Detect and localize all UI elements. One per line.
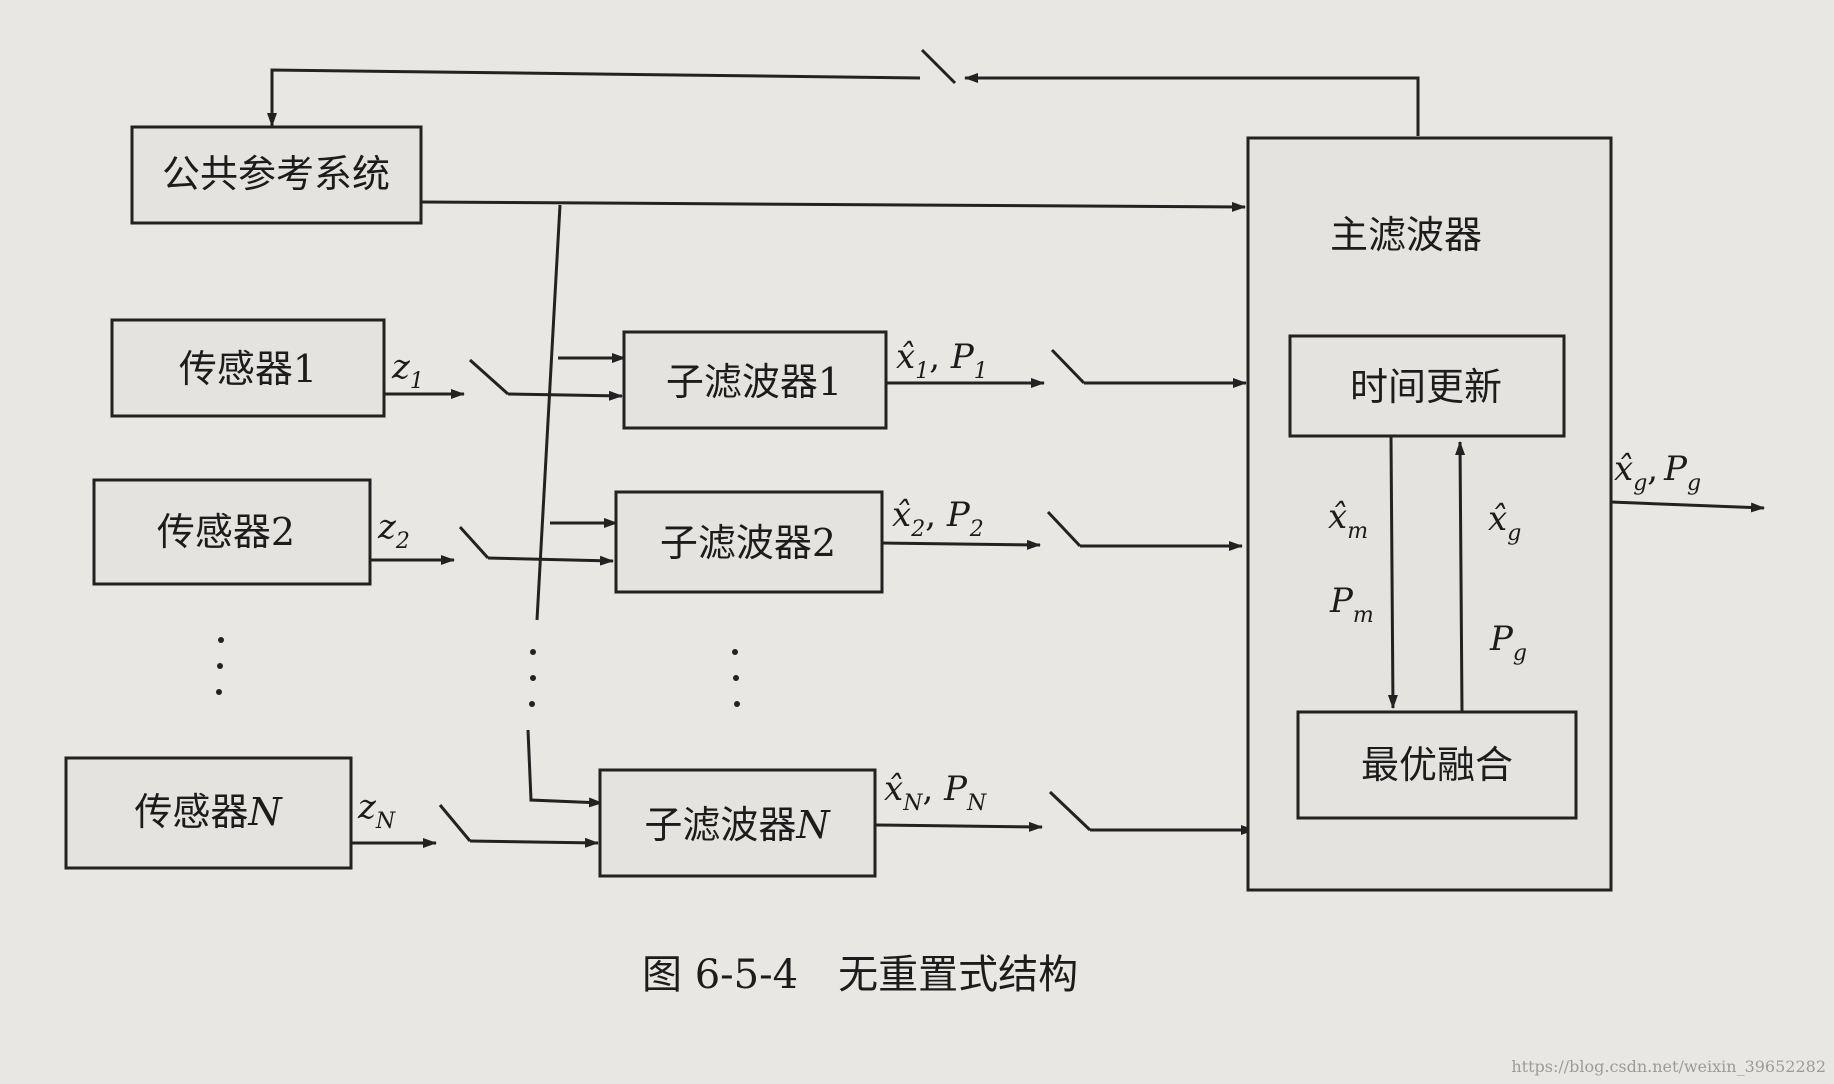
z-2-label: z2 (377, 507, 410, 554)
watermark: https://blog.csdn.net/weixin_39652282 (1511, 1057, 1826, 1076)
reference-system-block: 公共参考系统 (130, 125, 423, 225)
subfilter-n-index: N (795, 803, 831, 847)
x-g-label: x̂g (1488, 499, 1521, 546)
reference-bus (526, 204, 626, 808)
subfilter-2-block: 子滤波器2 (614, 490, 884, 594)
master-filter-title: 主滤波器 (1330, 213, 1482, 257)
sensor-n-label: 传感器 (134, 790, 248, 834)
subfilter-ellipsis (732, 649, 740, 707)
input-switch-1 (468, 358, 623, 401)
subfilter-1-block: 子滤波器1 (622, 330, 888, 430)
subfilter-n-block: 子滤波器N (598, 768, 877, 878)
up-arrow (1455, 441, 1466, 713)
sensor-2-label: 传感器2 (157, 510, 295, 554)
input-switch-2 (458, 525, 614, 566)
reference-to-master (420, 200, 1246, 212)
feedback-loop (267, 48, 1420, 136)
time-update-label: 时间更新 (1350, 365, 1502, 409)
sensor-1-block: 传感器1 (110, 318, 386, 418)
subfilter-1-label: 子滤波器1 (666, 360, 842, 404)
global-output-arrow (1610, 500, 1765, 513)
feedback-switch (920, 48, 957, 85)
fusion-block: 最优融合 (1296, 710, 1578, 820)
sensor-n-block: 传感器N (64, 756, 353, 870)
time-update-block: 时间更新 (1288, 334, 1566, 438)
down-arrow (1387, 435, 1398, 709)
bus-ellipsis (529, 649, 536, 707)
reference-label: 公共参考系统 (162, 152, 390, 196)
subfilter-n-label: 子滤波器 (644, 803, 796, 847)
fusion-label: 最优融合 (1361, 743, 1513, 787)
sensor-2-block: 传感器2 (92, 478, 372, 586)
p-m-label: Pm (1329, 581, 1374, 628)
sensor-ellipsis (216, 637, 224, 695)
output-switch-n (1048, 790, 1255, 835)
global-output-label: x̂g,Pg (1614, 449, 1701, 496)
p-g-label: Pg (1489, 619, 1527, 666)
svg-text:子滤波器N: 子滤波器N (644, 803, 831, 847)
output-switch-1 (1050, 348, 1247, 388)
sensor-1-label: 传感器1 (179, 347, 317, 391)
input-switch-n (438, 804, 599, 848)
subfilter-2-output: x̂2, P2 (892, 495, 984, 542)
subfilter-n-output: x̂N, PN (884, 769, 987, 816)
z-1-label: z1 (391, 347, 424, 394)
subfilter-2-label: 子滤波器2 (660, 521, 836, 565)
z-n-label: zN (357, 787, 396, 834)
output-switch-2 (1046, 510, 1243, 551)
x-m-label: x̂m (1328, 497, 1368, 544)
subfilter-1-output: x̂1, P1 (896, 337, 988, 384)
figure-caption: 图 6-5-4 无重置式结构 (642, 952, 1078, 998)
svg-text:传感器N: 传感器N (134, 790, 283, 834)
sensor-n-index: N (247, 790, 283, 834)
